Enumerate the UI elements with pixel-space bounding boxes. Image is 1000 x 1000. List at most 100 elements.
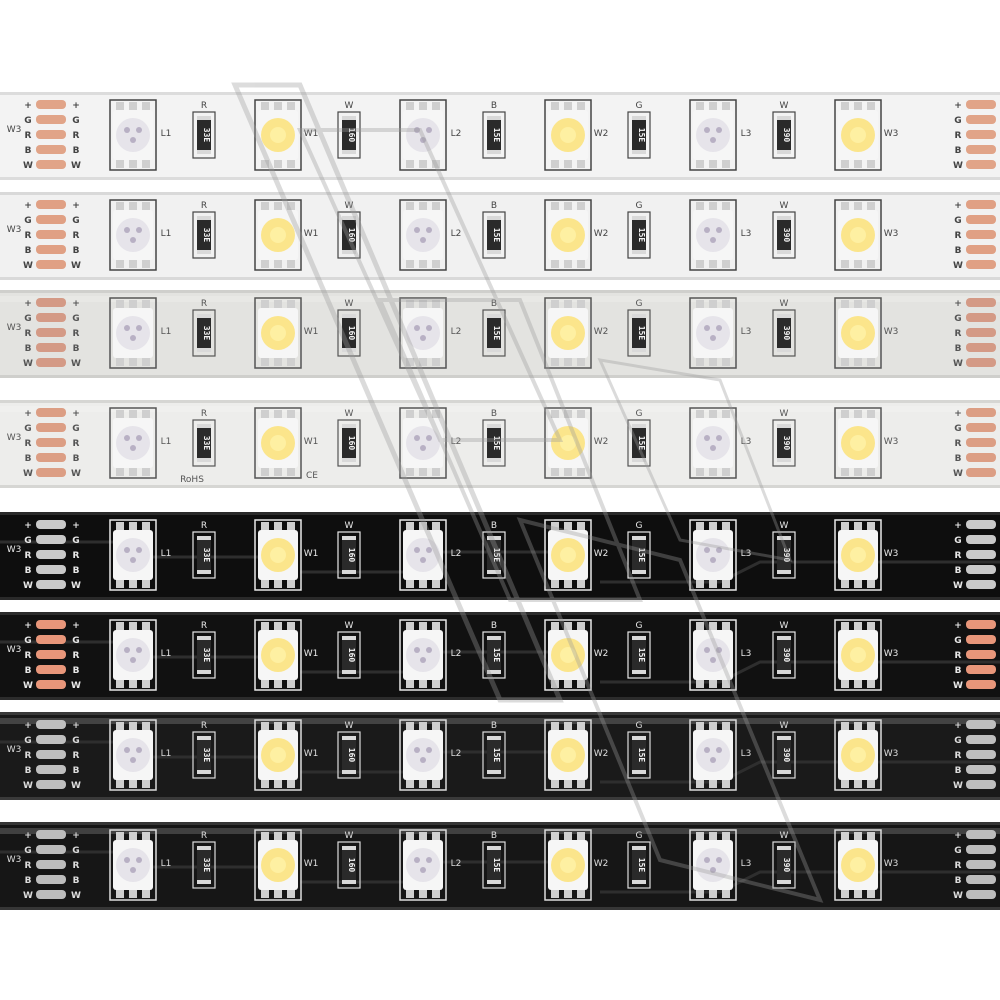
chip-terminal bbox=[722, 160, 730, 168]
resistor-body bbox=[197, 638, 211, 672]
pad-label: G bbox=[954, 536, 961, 546]
chip-terminal bbox=[406, 468, 414, 476]
led-strip-7: ++GGRRBBWWW3++GGRRBBWWL133ERW1160WL215EB… bbox=[0, 712, 1000, 800]
pad-label: W bbox=[23, 681, 33, 691]
pad-label: B bbox=[25, 146, 32, 156]
resistor-cap bbox=[632, 116, 646, 120]
solder-pad bbox=[36, 100, 66, 109]
solder-pad bbox=[966, 735, 996, 744]
resistor-cap bbox=[487, 570, 501, 574]
resistor-cap bbox=[487, 736, 501, 740]
chip-label: L3 bbox=[741, 229, 752, 239]
solder-pad bbox=[966, 343, 996, 352]
led-chip-3: L2 bbox=[399, 407, 462, 479]
chip-terminal bbox=[142, 202, 150, 210]
chip-terminal bbox=[696, 102, 704, 110]
resistor-code: 33E bbox=[202, 648, 211, 663]
resistor-code: 390 bbox=[782, 548, 791, 563]
chip-terminal bbox=[564, 300, 572, 308]
rgb-led-lens bbox=[406, 316, 440, 350]
chip-terminal bbox=[564, 780, 572, 788]
chip-terminal bbox=[551, 890, 559, 898]
rgb-led-die bbox=[130, 657, 136, 663]
pad-label: B bbox=[73, 454, 80, 464]
resistor-outline bbox=[482, 309, 506, 357]
chip-label: W2 bbox=[594, 649, 609, 659]
led-chip-4: W2 bbox=[544, 199, 608, 271]
chip-terminal bbox=[129, 102, 137, 110]
pad-label: R bbox=[955, 131, 962, 141]
rgb-led-lens bbox=[406, 848, 440, 882]
chip-label: L1 bbox=[161, 859, 172, 869]
led-chip-5: L3 bbox=[689, 829, 751, 901]
chip-outline bbox=[109, 519, 157, 591]
solder-pad bbox=[966, 845, 996, 854]
solder-pad bbox=[36, 520, 66, 529]
chip-label: L2 bbox=[451, 437, 462, 447]
chip-terminal bbox=[867, 202, 875, 210]
chip-terminal bbox=[854, 102, 862, 110]
resistor-cap bbox=[197, 424, 211, 428]
chip-terminal bbox=[564, 580, 572, 588]
resistor-label: B bbox=[491, 831, 497, 841]
resistor-outline bbox=[482, 419, 506, 467]
resistor-outline bbox=[772, 531, 796, 579]
resistor-cap bbox=[342, 770, 356, 774]
rgb-led-lens bbox=[406, 538, 440, 572]
chip-outline bbox=[544, 407, 592, 479]
chip-terminal bbox=[406, 780, 414, 788]
chip-terminal bbox=[696, 410, 704, 418]
solder-pad bbox=[966, 535, 996, 544]
resistor-label: W bbox=[780, 621, 789, 631]
rgb-led-die bbox=[124, 747, 130, 753]
resistor-cap bbox=[342, 116, 356, 120]
chip-terminal bbox=[564, 358, 572, 366]
pad-label: R bbox=[955, 329, 962, 339]
resistor-body bbox=[487, 848, 501, 882]
resistor-code: 160 bbox=[347, 228, 356, 243]
rgb-led-die bbox=[414, 435, 420, 441]
chip-terminal bbox=[867, 260, 875, 268]
chip-label: L2 bbox=[451, 859, 462, 869]
resistor-body bbox=[342, 848, 356, 882]
resistor-cap bbox=[487, 846, 501, 850]
chip-terminal bbox=[419, 358, 427, 366]
pad-label: G bbox=[72, 846, 79, 856]
led-chip-4: W2 bbox=[544, 99, 608, 171]
resistor-outline bbox=[337, 531, 361, 579]
ce-mark: CE bbox=[306, 471, 318, 481]
rgb-led-lens bbox=[696, 638, 730, 672]
chip-terminal bbox=[722, 202, 730, 210]
resistor-label: B bbox=[491, 521, 497, 531]
resistor-outline bbox=[337, 631, 361, 679]
resistor-code: 15E bbox=[637, 548, 646, 563]
chip-terminal bbox=[841, 160, 849, 168]
chip-terminal bbox=[564, 832, 572, 840]
silicone-highlight bbox=[0, 296, 1000, 302]
pad-label: + bbox=[72, 621, 80, 631]
chip-terminal bbox=[142, 468, 150, 476]
resistor-code: 390 bbox=[782, 128, 791, 143]
led-chip-4: W2 bbox=[544, 407, 608, 479]
rgb-led-lens bbox=[696, 848, 730, 882]
resistor-cap bbox=[197, 348, 211, 352]
resistor-cap bbox=[632, 670, 646, 674]
pad-label: R bbox=[25, 131, 32, 141]
resistor-code: 15E bbox=[492, 228, 501, 243]
chip-outline bbox=[399, 519, 447, 591]
solder-pad bbox=[966, 358, 996, 367]
solder-pad bbox=[966, 650, 996, 659]
pad-label: W bbox=[71, 781, 81, 791]
rgb-led-die bbox=[716, 547, 722, 553]
pad-label: W bbox=[23, 469, 33, 479]
chip-terminal bbox=[261, 622, 269, 630]
chip-label: L2 bbox=[451, 129, 462, 139]
rgb-led-die bbox=[716, 857, 722, 863]
resistor-cap bbox=[197, 536, 211, 540]
